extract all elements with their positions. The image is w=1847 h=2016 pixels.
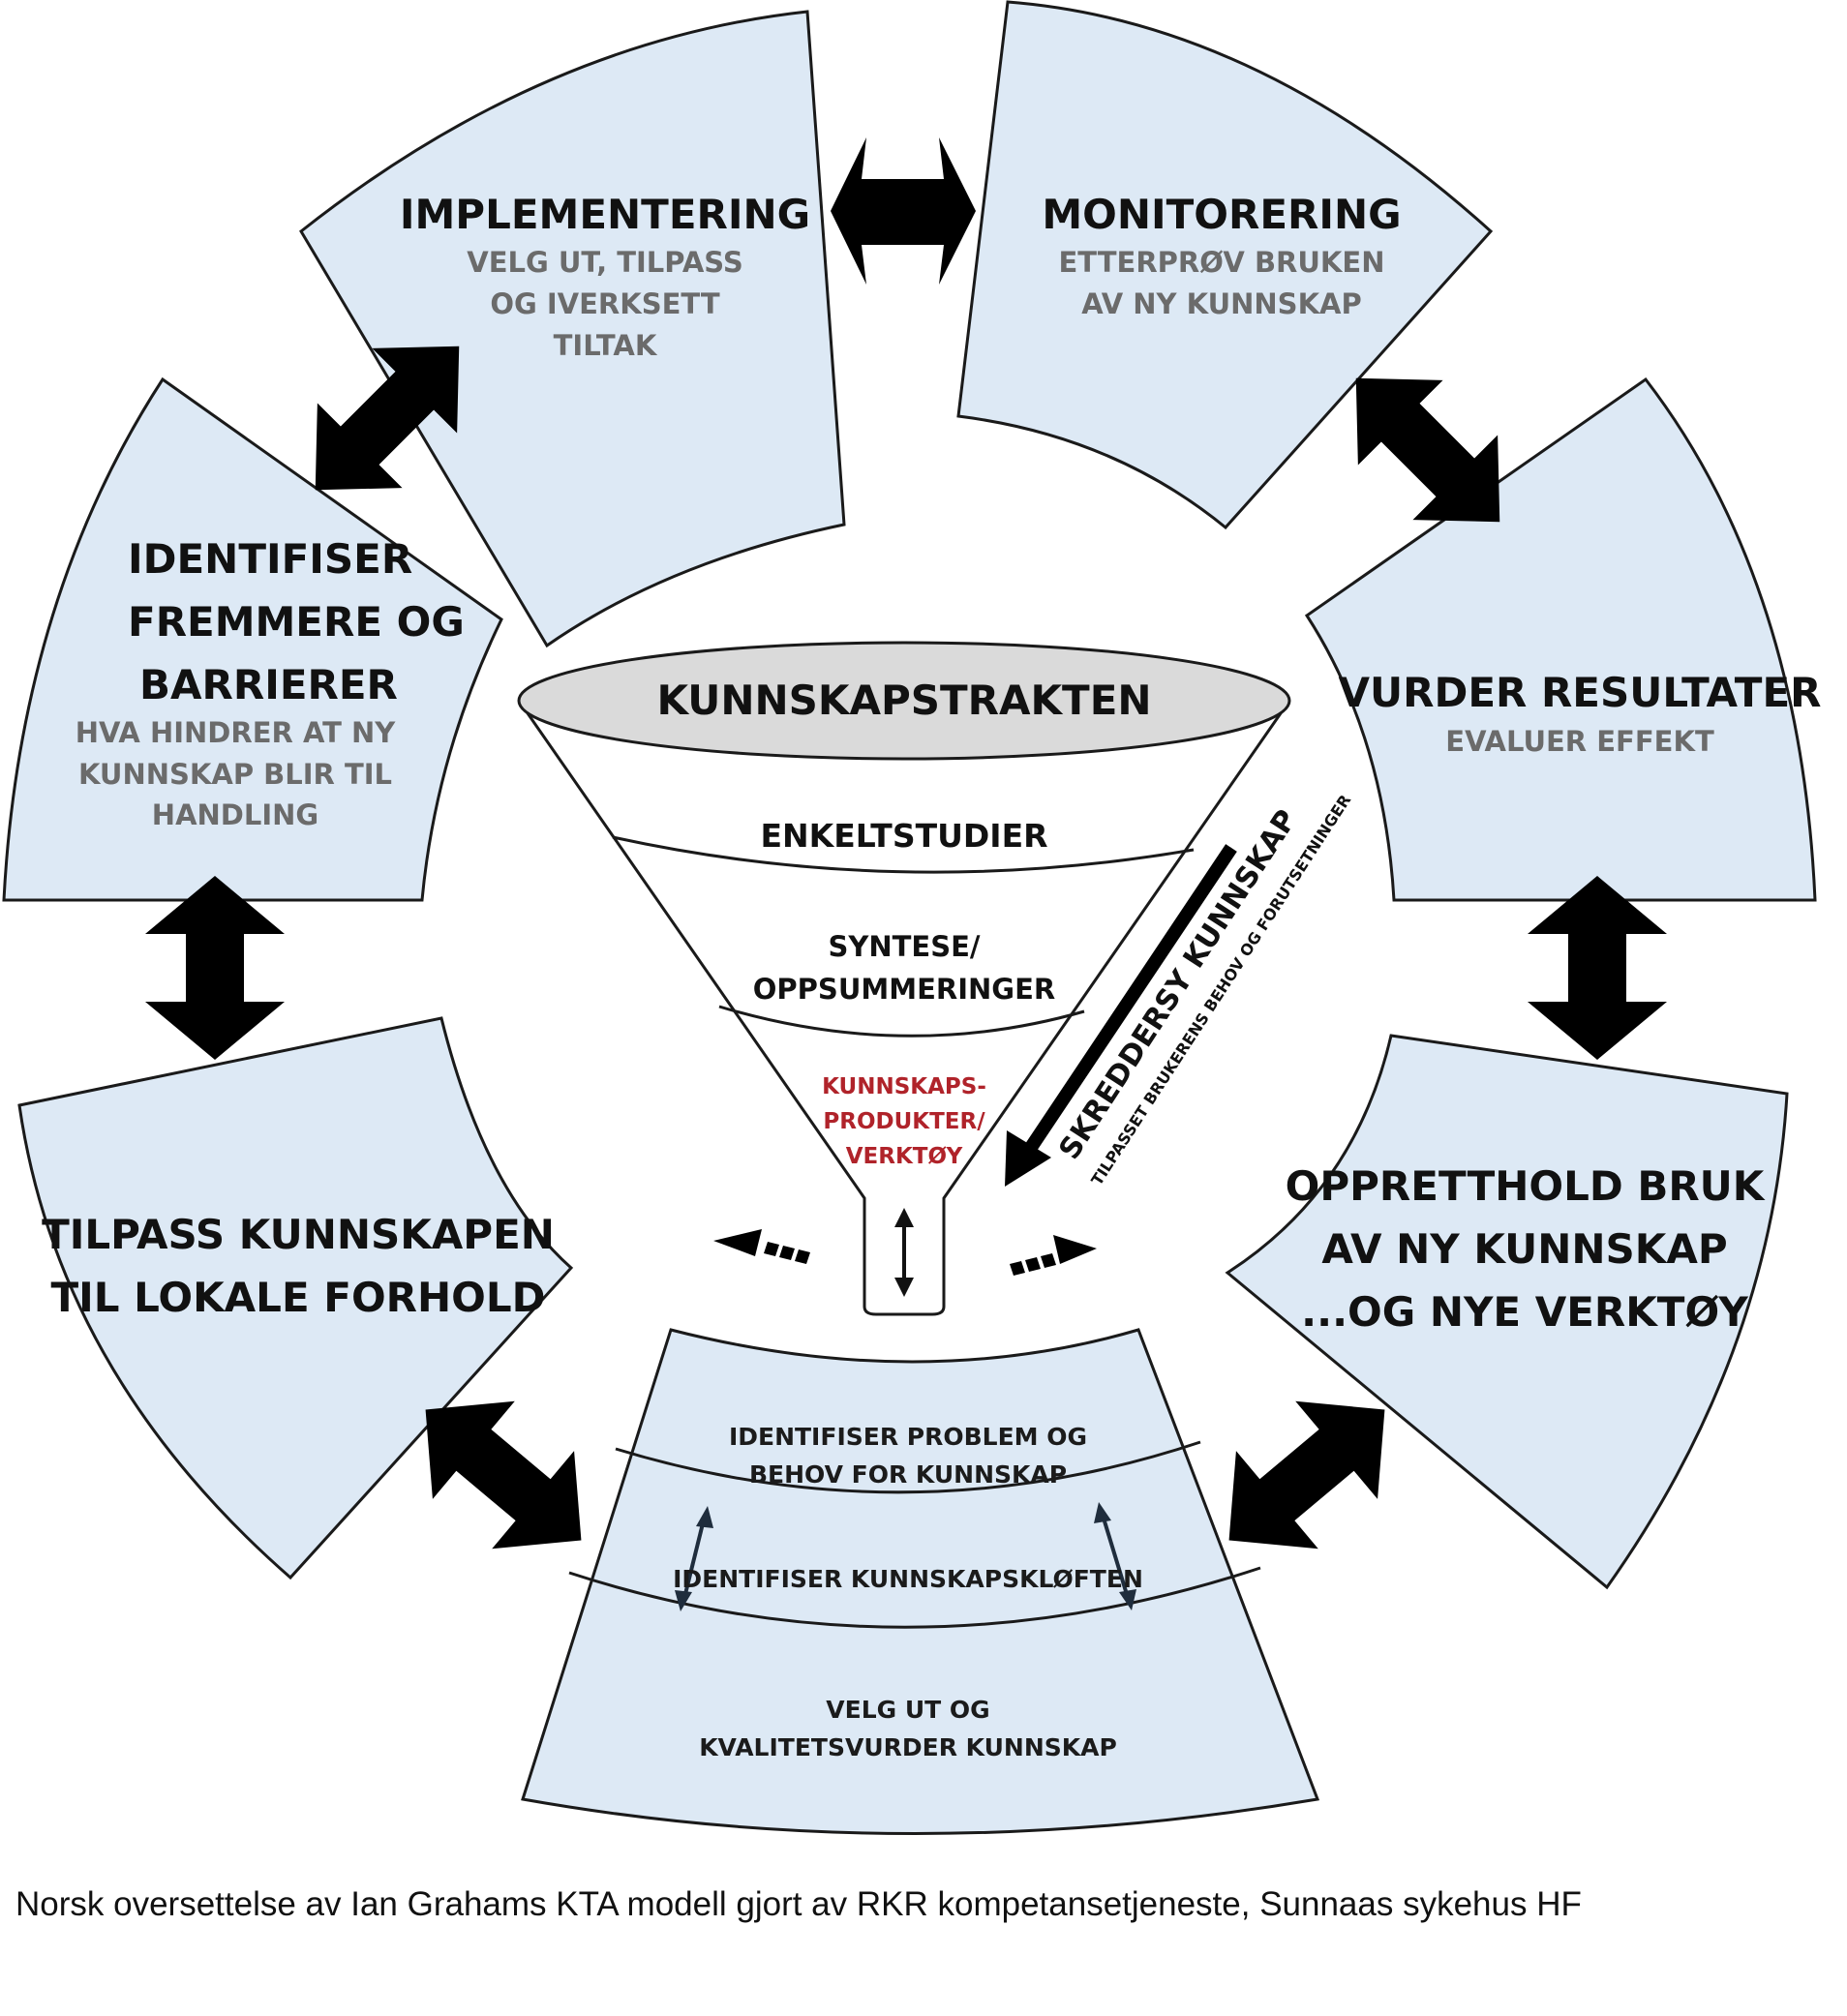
segment-tilpass xyxy=(17,1016,574,1580)
bottom-band-2: IDENTIFISER KUNNSKAPSKLØFTEN xyxy=(673,1565,1143,1593)
bottom-band-3-line-2: KVALITETSVURDER KUNNSKAP xyxy=(699,1733,1117,1761)
bottom-double-arrow-left-icon xyxy=(675,1506,713,1611)
funnel-neck-arrow-up-icon xyxy=(894,1208,914,1227)
double-arrow-left-vertical-icon xyxy=(145,876,285,1060)
funnel-level-1: ENKELTSTUDIER xyxy=(760,817,1047,855)
monitorering-title: MONITORERING xyxy=(1042,191,1401,238)
funnel-level-2-line-2: OPPSUMMERINGER xyxy=(753,973,1055,1006)
identifiser-title-1: IDENTIFISER xyxy=(128,535,412,583)
double-arrow-upper-right-icon xyxy=(1355,377,1500,523)
caption: Norsk oversettelse av Ian Grahams KTA mo… xyxy=(15,1885,1582,1923)
double-arrow-top-icon xyxy=(831,137,976,285)
tilpass-title-1: TILPASS KUNNSKAPEN xyxy=(42,1211,555,1258)
segment-identifiser xyxy=(2,376,503,902)
dashed-arrow-left-icon xyxy=(713,1229,810,1264)
vurder-sub-1: EVALUER EFFEKT xyxy=(1445,725,1714,758)
double-arrow-lower-left-icon xyxy=(425,1400,582,1550)
oppretthold-title-1: OPPRETTHOLD BRUK xyxy=(1286,1162,1766,1210)
funnel-level-3-line-3: VERKTØY xyxy=(846,1144,963,1169)
identifiser-title-3: BARRIERER xyxy=(139,661,398,708)
funnel-level-3-line-2: PRODUKTER/ xyxy=(823,1109,985,1134)
funnel-top xyxy=(517,641,1291,761)
implementering-sub-1: VELG UT, TILPASS xyxy=(467,246,743,279)
funnel-title: KUNNSKAPSTRAKTEN xyxy=(656,677,1151,724)
bottom-band-1-line-2: BEHOV FOR KUNNSKAP xyxy=(749,1460,1067,1489)
tilpass-title-2: TIL LOKALE FORHOLD xyxy=(51,1274,546,1321)
identifiser-sub-3: HANDLING xyxy=(152,798,318,831)
monitorering-sub-2: AV NY KUNNSKAP xyxy=(1081,287,1362,320)
vurder-title: VURDER RESULTATER xyxy=(1339,669,1822,716)
monitorering-sub-1: ETTERPRØV BRUKEN xyxy=(1059,246,1385,279)
bottom-double-arrow-right-icon xyxy=(1094,1502,1136,1610)
double-arrow-upper-left-icon xyxy=(315,346,460,491)
funnel-neck-arrow-down-icon xyxy=(894,1278,914,1297)
identifiser-sub-2: KUNNSKAP BLIR TIL xyxy=(78,758,392,791)
implementering-sub-2: OG IVERKSETT xyxy=(490,287,720,320)
bottom-band-1-line-1: IDENTIFISER PROBLEM OG xyxy=(729,1423,1087,1451)
funnel-divider-2 xyxy=(718,1005,1085,1038)
bottom-segment xyxy=(521,1328,1320,1835)
double-arrow-right-vertical-icon xyxy=(1528,876,1667,1060)
oppretthold-title-3: ...OG NYE VERKTØY xyxy=(1301,1288,1748,1336)
funnel-divider-1 xyxy=(612,835,1195,874)
dashed-arrow-right-icon xyxy=(1010,1235,1097,1276)
segment-vurder xyxy=(1304,376,1817,902)
segment-implementering xyxy=(299,10,846,648)
oppretthold-title-2: AV NY KUNNSKAP xyxy=(1321,1225,1727,1273)
identifiser-sub-1: HVA HINDRER AT NY xyxy=(76,716,397,749)
bottom-band-divider-2 xyxy=(568,1566,1261,1629)
funnel-level-2-line-1: SYNTESE/ xyxy=(828,930,980,963)
double-arrow-lower-right-icon xyxy=(1228,1400,1385,1550)
identifiser-title-2: FREMMERE OG xyxy=(128,598,465,646)
bottom-band-3-line-1: VELG UT OG xyxy=(826,1696,989,1724)
bottom-band-divider-1 xyxy=(615,1440,1201,1494)
implementering-sub-3: TILTAK xyxy=(554,329,658,362)
segment-oppretthold xyxy=(1225,1034,1789,1590)
funnel-level-3-line-1: KUNNSKAPS- xyxy=(822,1074,986,1099)
skreddersy-arrow-icon xyxy=(1005,844,1237,1187)
implementering-title: IMPLEMENTERING xyxy=(400,191,810,238)
segment-monitorering xyxy=(956,0,1494,530)
